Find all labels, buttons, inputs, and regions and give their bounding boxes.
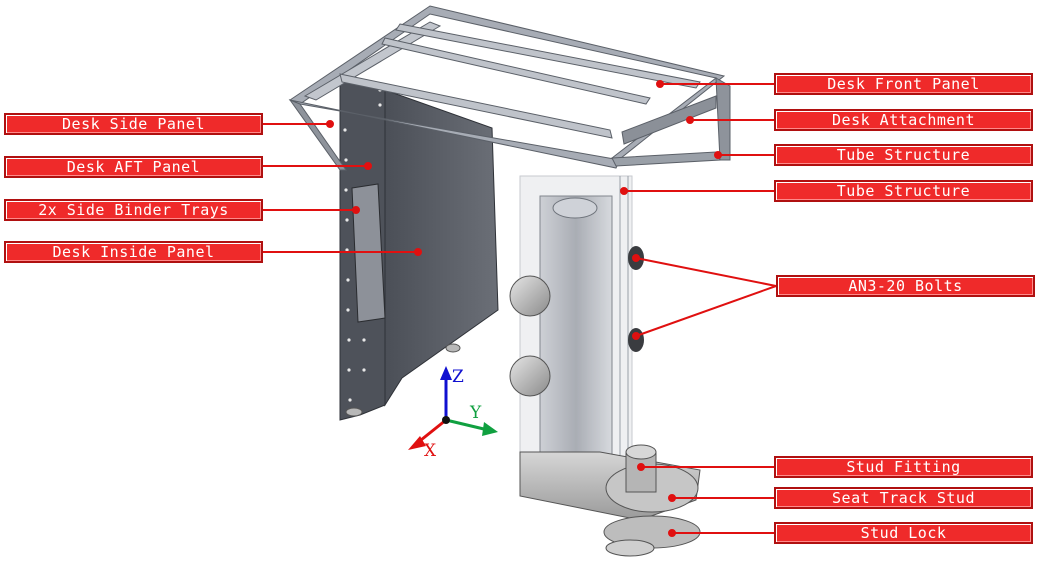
desk-tube-frame [288,5,731,171]
axis-x-label: X [424,441,437,461]
callout-seat-track-stud: Seat Track Stud [774,487,1033,509]
callout-stud-lock: Stud Lock [774,522,1033,544]
callout-tube-structure-1: Tube Structure [774,144,1033,166]
coordinate-triad [408,366,498,450]
callout-desk-inside-panel: Desk Inside Panel [4,241,263,263]
callout-tube-structure-2: Tube Structure [774,180,1033,202]
leader-lines [262,80,777,537]
desk-feet [345,343,461,417]
tube-column [519,175,633,467]
callout-desk-front-panel: Desk Front Panel [774,73,1033,95]
axis-z-label: Z [452,367,464,387]
callout-desk-aft-panel: Desk AFT Panel [4,156,263,178]
callout-an3-bolts: AN3-20 Bolts [776,275,1035,297]
callout-stud-fitting: Stud Fitting [774,456,1033,478]
axis-y-label: Y [469,403,482,423]
callout-desk-side-panel: Desk Side Panel [4,113,263,135]
callout-desk-attachment: Desk Attachment [774,109,1033,131]
callout-side-binder-trays: 2x Side Binder Trays [4,199,263,221]
